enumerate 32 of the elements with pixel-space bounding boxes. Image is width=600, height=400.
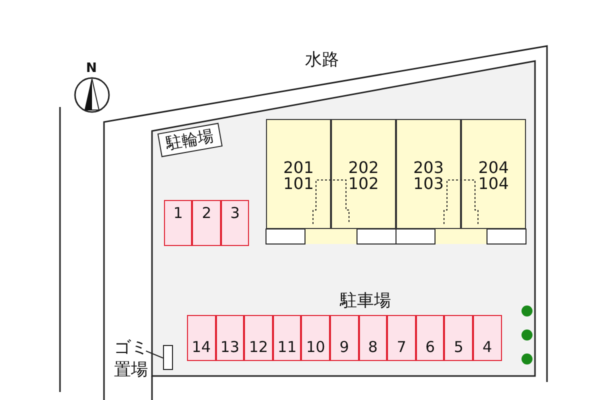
parking-space: 7 bbox=[387, 315, 416, 361]
bicycle-parking-space: 2 bbox=[192, 200, 221, 246]
room-number: 202 bbox=[347, 160, 380, 176]
parking-space: 14 bbox=[187, 315, 216, 361]
room-number: 201 bbox=[282, 160, 315, 176]
parking-space: 8 bbox=[358, 315, 388, 361]
parking-space: 5 bbox=[444, 315, 473, 361]
leader-line bbox=[146, 350, 164, 358]
apartment-unit bbox=[396, 119, 461, 229]
room-number: 102 bbox=[347, 176, 380, 192]
apartment-unit bbox=[266, 119, 331, 229]
parking-space: 12 bbox=[244, 315, 273, 361]
parking-space: 9 bbox=[330, 315, 359, 361]
garbage-area-label: ゴミ置場 bbox=[112, 337, 150, 385]
room-number: 101 bbox=[282, 176, 315, 192]
apartment-unit bbox=[331, 119, 396, 229]
parking-space: 11 bbox=[272, 315, 302, 361]
garbage-area-box bbox=[163, 345, 173, 370]
apartment-unit bbox=[461, 119, 526, 229]
bicycle-parking-space: 3 bbox=[220, 200, 250, 246]
room-number: 203 bbox=[412, 160, 445, 176]
parking-space: 4 bbox=[473, 315, 502, 361]
compass-letter: N bbox=[86, 61, 97, 76]
parking-space: 6 bbox=[416, 315, 444, 361]
room-number: 104 bbox=[477, 176, 510, 192]
room-number: 103 bbox=[412, 176, 445, 192]
waterway-label: 水路 bbox=[305, 49, 339, 71]
parking-space: 10 bbox=[301, 315, 330, 361]
parking-space: 13 bbox=[216, 315, 244, 361]
room-number: 204 bbox=[477, 160, 510, 176]
bicycle-parking-space: 1 bbox=[164, 200, 192, 246]
parking-lot-label: 駐車場 bbox=[340, 290, 391, 312]
